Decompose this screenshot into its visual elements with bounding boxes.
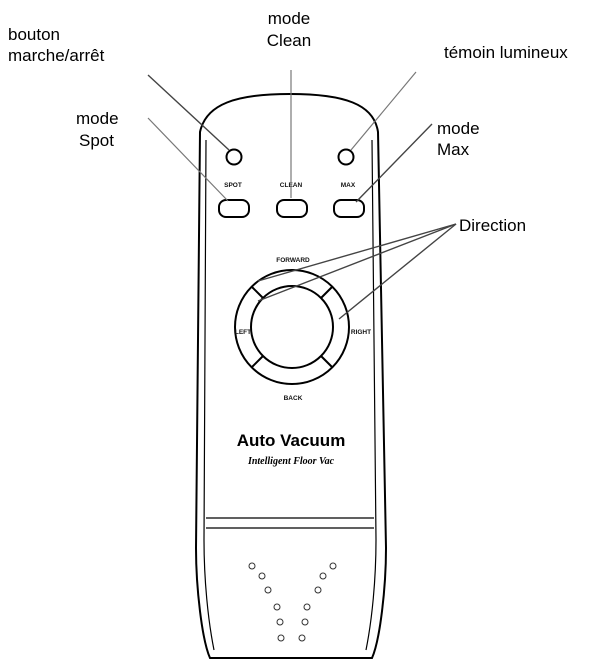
leader-lines [147,70,457,320]
spot-button-label: SPOT [224,182,242,189]
callout-power-button: bouton marche/arrêt [8,25,105,65]
indicator-light [337,148,355,166]
max-button[interactable]: MAX [333,182,365,218]
svg-text:mode: mode [437,119,480,138]
callout-spot-mode: mode Spot [76,109,119,150]
forward-button[interactable]: FORWARD [254,257,330,299]
back-label: BACK [284,395,303,402]
remote-body [194,92,388,659]
direction-pad [234,269,350,385]
max-button-label: MAX [341,182,356,189]
svg-text:Max: Max [437,140,470,159]
power-button[interactable] [225,148,243,166]
svg-text:Clean: Clean [267,31,311,50]
clean-button[interactable]: CLEAN [276,182,308,218]
spot-button[interactable]: SPOT [218,182,250,218]
svg-text:bouton: bouton [8,25,60,44]
svg-text:mode: mode [76,109,119,128]
svg-text:marche/arrêt: marche/arrêt [8,46,105,65]
brand-name: Auto Vacuum [237,431,346,450]
right-button[interactable]: RIGHT [320,289,371,365]
left-button[interactable]: LEFT [235,289,264,365]
back-button[interactable]: BACK [254,355,330,402]
left-label: LEFT [235,329,251,336]
emitter-dots [248,562,337,642]
svg-text:témoin lumineux: témoin lumineux [444,43,568,62]
right-label: RIGHT [351,329,371,336]
svg-text:Spot: Spot [79,131,114,150]
svg-text:Direction: Direction [459,216,526,235]
callout-direction: Direction [459,216,526,235]
forward-label: FORWARD [276,257,310,264]
callout-max-mode: mode Max [437,119,480,159]
svg-text:mode: mode [268,9,311,28]
brand-tagline: Intelligent Floor Vac [247,456,335,467]
callout-clean-mode: mode Clean [267,9,311,50]
callout-indicator-light: témoin lumineux [444,43,568,62]
